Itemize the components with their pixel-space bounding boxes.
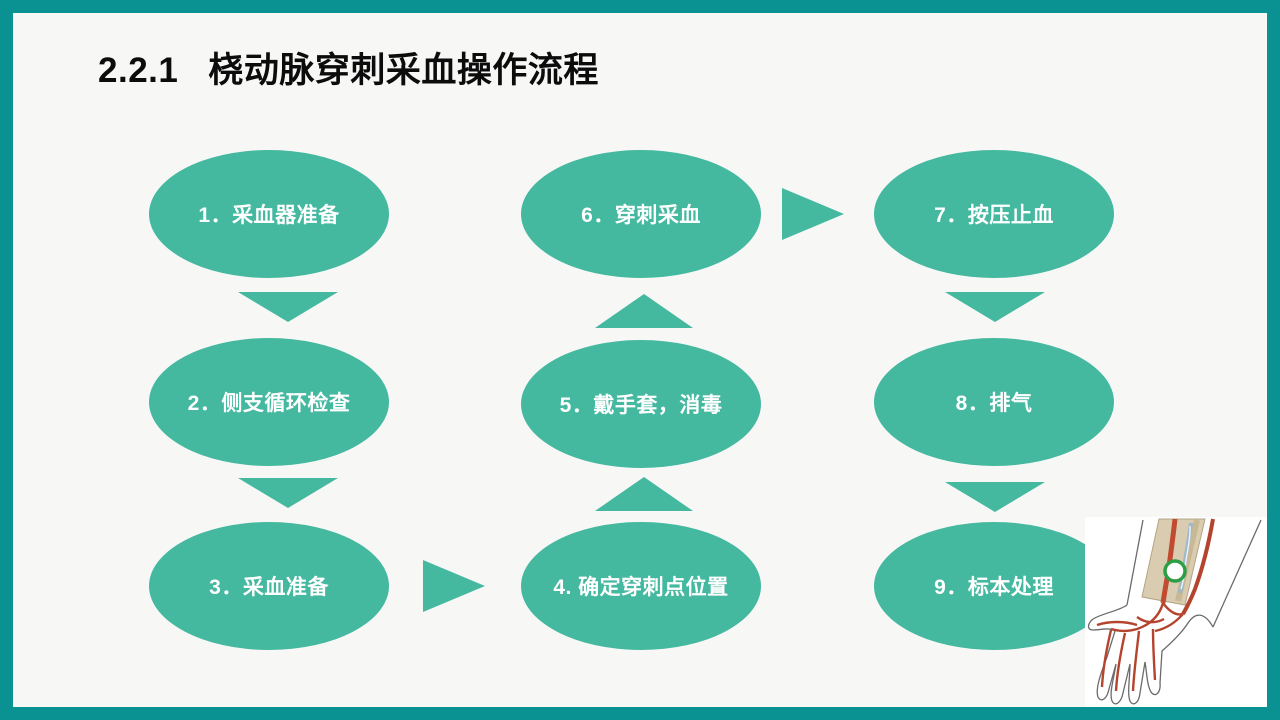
flow-step-5: 5．戴手套，消毒 bbox=[521, 340, 761, 468]
arrow-step6-to-step7 bbox=[782, 188, 844, 240]
flow-step-5-label: 5．戴手套，消毒 bbox=[559, 394, 723, 417]
puncture-site-marker bbox=[1163, 559, 1187, 583]
flow-step-7: 7．按压止血 bbox=[874, 150, 1114, 278]
flow-step-4: 4. 确定穿刺点位置 bbox=[521, 522, 761, 650]
arrow-step2-to-step3 bbox=[238, 478, 338, 508]
flow-step-8: 8．排气 bbox=[874, 338, 1114, 466]
flow-step-1: 1．采血器准备 bbox=[149, 150, 389, 278]
arrow-step8-to-step9 bbox=[945, 482, 1045, 512]
arrow-step3-to-step4 bbox=[423, 560, 485, 612]
slide-canvas: 2.2.1 桡动脉穿刺采血操作流程 1．采血器准备 2．侧支循环检查 3．采血准… bbox=[13, 13, 1267, 707]
flow-step-9: 9．标本处理 bbox=[874, 522, 1114, 650]
flow-step-7-label: 7．按压止血 bbox=[934, 204, 1054, 227]
arrow-step4-to-step5 bbox=[595, 477, 693, 511]
flow-step-3: 3．采血准备 bbox=[149, 522, 389, 650]
forearm-outline bbox=[1212, 519, 1262, 628]
flow-step-4-label: 4. 确定穿刺点位置 bbox=[553, 576, 729, 599]
flow-step-8-label: 8．排气 bbox=[955, 392, 1033, 415]
wrist-artery-illustration bbox=[1085, 517, 1267, 707]
flow-step-9-label: 9．标本处理 bbox=[934, 576, 1054, 599]
arrow-step1-to-step2 bbox=[238, 292, 338, 322]
title-number: 2.2.1 bbox=[98, 51, 179, 90]
arrow-step7-to-step8 bbox=[945, 292, 1045, 322]
flow-step-2: 2．侧支循环检查 bbox=[149, 338, 389, 466]
slide-title: 2.2.1 桡动脉穿刺采血操作流程 bbox=[98, 42, 599, 93]
flow-step-1-label: 1．采血器准备 bbox=[198, 204, 340, 227]
forearm-outline bbox=[1126, 519, 1144, 606]
flow-step-2-label: 2．侧支循环检查 bbox=[187, 392, 351, 415]
arrow-step5-to-step6 bbox=[595, 294, 693, 328]
flow-step-6: 6．穿刺采血 bbox=[521, 150, 761, 278]
palmar-arteries bbox=[1096, 602, 1184, 692]
title-text: 桡动脉穿刺采血操作流程 bbox=[208, 51, 599, 90]
flow-step-6-label: 6．穿刺采血 bbox=[581, 204, 701, 227]
flow-step-3-label: 3．采血准备 bbox=[209, 576, 329, 599]
ulnar-artery bbox=[1181, 518, 1215, 615]
hand-outline bbox=[1087, 604, 1214, 705]
